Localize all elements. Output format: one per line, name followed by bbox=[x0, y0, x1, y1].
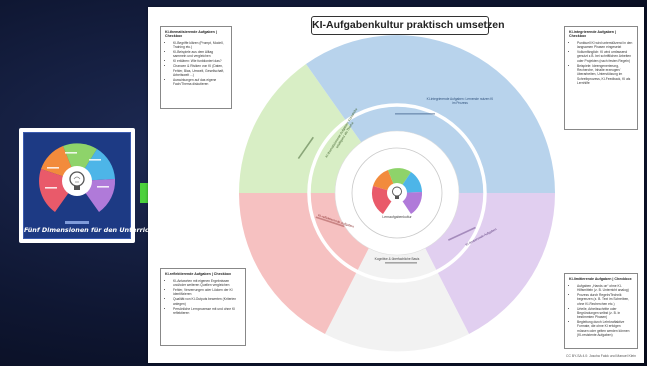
panel-item: KI-Antworten mit eigenen Ergebnissen und… bbox=[173, 279, 241, 288]
poster-title: KI-Aufgabenkultur praktisch umsetzen bbox=[311, 16, 505, 35]
license-footer: CC BY-SA 4.0: Joscha Falck und Manuel Kl… bbox=[566, 354, 636, 358]
thumbnail-card[interactable]: Fünf Dimensionen für den Unterricht bbox=[19, 128, 157, 243]
panel-item: Prozess durch Regeln/Technik begrenzen (… bbox=[577, 293, 633, 306]
thumb-center-circle bbox=[62, 166, 92, 196]
poster-wheel bbox=[238, 35, 556, 352]
panel-item: Qualität von KI-Outputs bewerten (Kriter… bbox=[173, 297, 241, 306]
checkbox-panel-bottom-left: KI-reflektierende Aufgaben | Checkbox KI… bbox=[160, 268, 246, 346]
thumbnail-wheel bbox=[39, 143, 116, 224]
checkbox-panel-top-left: KI-thematisierende Aufgaben | Checkbox K… bbox=[160, 26, 232, 109]
checkbox-panel-top-right: KI-integrierende Aufgaben | Checkbox Pun… bbox=[564, 26, 638, 130]
panel-item: Fehler, Verzerrungen oder Lücken der KI … bbox=[173, 288, 241, 297]
sector-label-blue: KI-integrierende Aufgaben: Lernende nutz… bbox=[426, 97, 494, 105]
sector-label-grey: Kognitive & überfachliche Basis bbox=[374, 257, 420, 261]
panel-item: KI erklären: Wie funktioniert das? bbox=[173, 59, 227, 63]
checkbox-panel-bottom-right: KI-limitierende Aufgaben | Checkbox Aufg… bbox=[564, 273, 638, 349]
thumb-subline bbox=[65, 221, 89, 224]
outer-ring bbox=[307, 103, 487, 283]
sector-grey bbox=[325, 193, 469, 352]
panel-item: Vollumfänglich: KI wird umfassend genutz… bbox=[577, 50, 633, 63]
center-circle bbox=[387, 183, 407, 203]
panel-item: Chancen & Risiken von KI (Daten, Fehler,… bbox=[173, 64, 227, 77]
inner-ring-label: Lernaufgabenkultur bbox=[382, 215, 412, 219]
panel-item: Urteile, Arbeitsschritte oder Begründung… bbox=[577, 307, 633, 320]
lightbulb-icon bbox=[69, 171, 85, 190]
thumbnail-caption: Fünf Dimensionen für den Unterricht bbox=[24, 226, 157, 234]
poster: KI-integrierende Aufgaben: Lernende nutz… bbox=[148, 7, 644, 363]
panel-item: Persönliche Lernprozesse mit und ohne KI… bbox=[173, 307, 241, 316]
center-sector-green bbox=[388, 168, 411, 193]
panel-item: Punktuell KI wird unterstützend in den l… bbox=[577, 41, 633, 50]
panel-heading: KI-thematisierende Aufgaben | Checkbox bbox=[165, 30, 217, 38]
panel-item: Begleitung durch Lehrkraftaktive Formate… bbox=[577, 320, 633, 337]
panel-item: KI-Beispiele aus dem Alltag sammeln und … bbox=[173, 50, 227, 59]
panel-heading: KI-limitierende Aufgaben | Checkbox bbox=[569, 277, 632, 281]
inner-ring bbox=[351, 147, 443, 239]
panel-item: Auswirkungen auf das eigene Fach/Thema d… bbox=[173, 78, 227, 87]
center-lightbulb-icon bbox=[392, 186, 402, 199]
thumbnail-background: Fünf Dimensionen für den Unterricht bbox=[23, 132, 157, 239]
panel-item: Beispiele: Ideengenerierung, Recherche, … bbox=[577, 64, 633, 85]
panel-heading: KI-integrierende Aufgaben | Checkbox bbox=[569, 30, 616, 38]
panel-heading: KI-reflektierende Aufgaben | Checkbox bbox=[165, 272, 231, 276]
panel-item: Aufgaben „Hands on“ ohne KI-Hilfsmitteln… bbox=[577, 284, 633, 293]
panel-item: KI-Begriffe klären (Prompt, Modell, Trai… bbox=[173, 41, 227, 50]
